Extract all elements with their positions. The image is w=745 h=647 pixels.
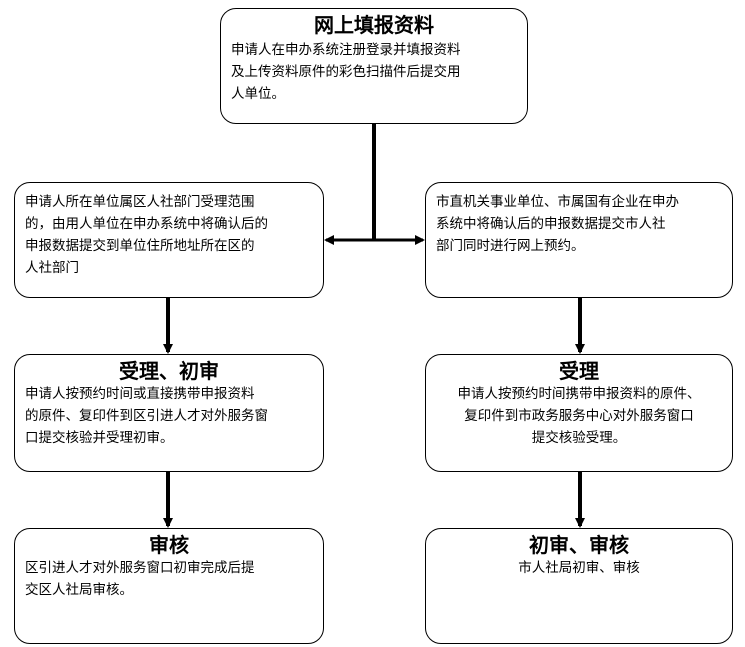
node-right-accept: 受理 申请人按预约时间携带申报资料的原件、 复印件到市政务服务中心对外服务窗口 … — [425, 354, 733, 472]
node-text: 申请人按预约时间或直接携带申报资料 的原件、复印件到区引进人才对外服务窗 口提交… — [25, 386, 268, 446]
node-title: 审核 — [149, 533, 189, 557]
node-right-preliminary-review: 初审、审核 市人社局初审、审核 — [425, 528, 733, 644]
node-left-review: 审核 区引进人才对外服务窗口初审完成后提 交区人社局审核。 — [14, 528, 324, 644]
node-title: 初审、审核 — [529, 533, 629, 557]
node-online-submission: 网上填报资料 申请人在申办系统注册登录并填报资料 及上传资料原件的彩色扫描件后提… — [220, 8, 528, 124]
node-text: 市直机关事业单位、市属国有企业在申办 系统中将确认后的申报数据提交市人社 部门同… — [436, 194, 679, 254]
node-text: 申请人在申办系统注册登录并填报资料 及上传资料原件的彩色扫描件后提交用 人单位。 — [231, 42, 461, 102]
node-right-route: 市直机关事业单位、市属国有企业在申办 系统中将确认后的申报数据提交市人社 部门同… — [425, 182, 733, 298]
node-left-accept-preliminary: 受理、初审 申请人按预约时间或直接携带申报资料 的原件、复印件到区引进人才对外服… — [14, 354, 324, 472]
node-title: 受理 — [559, 359, 599, 383]
node-title: 网上填报资料 — [314, 13, 434, 37]
node-left-route: 申请人所在单位属区人社部门受理范围 的，由用人单位在申办系统中将确认后的 申报数… — [14, 182, 324, 298]
node-text: 市人社局初审、审核 — [518, 560, 640, 576]
node-text: 区引进人才对外服务窗口初审完成后提 交区人社局审核。 — [25, 560, 255, 598]
node-text: 申请人所在单位属区人社部门受理范围 的，由用人单位在申办系统中将确认后的 申报数… — [25, 194, 268, 276]
node-text: 申请人按预约时间携带申报资料的原件、 复印件到市政务服务中心对外服务窗口 提交核… — [457, 386, 701, 446]
node-title: 受理、初审 — [119, 359, 219, 383]
